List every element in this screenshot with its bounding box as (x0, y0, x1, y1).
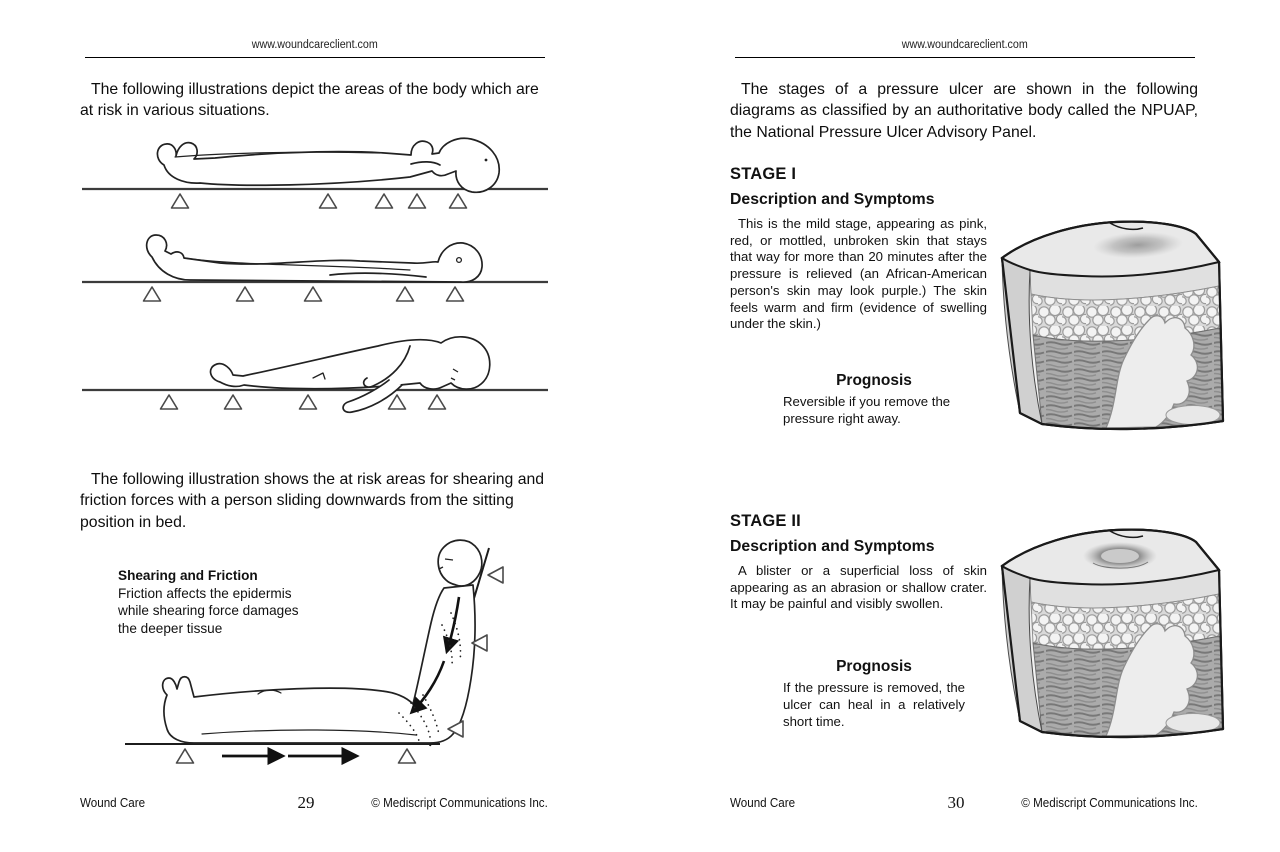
person-outline (145, 234, 483, 283)
pressure-point-markers (142, 286, 465, 302)
page-29: www.woundcareclient.com The following il… (80, 39, 548, 812)
footer-copyright: © Mediscript Communications Inc. (1021, 796, 1198, 810)
figure-skin-cross-section-stage-2 (1000, 528, 1225, 739)
person-outline (156, 137, 500, 194)
stage-2-crater-rim (1092, 561, 1149, 569)
stage-1-prognosis-heading: Prognosis (836, 372, 912, 389)
stage-2-crater-center (1101, 549, 1139, 563)
header-url-text: www.woundcareclient.com (901, 39, 1029, 51)
header-url-text: www.woundcareclient.com (251, 39, 379, 51)
footer-book-title: Wound Care (730, 796, 796, 810)
stage-1-bruise-spot (1093, 231, 1183, 259)
stage-2-prognosis: Prognosis If the pressure is removed, th… (783, 658, 965, 730)
ear-mark (455, 256, 463, 264)
shear-arrows (409, 596, 461, 715)
face-marks (438, 558, 454, 570)
footer-page-number: 29 (297, 793, 315, 812)
face-marks (450, 368, 459, 381)
shearing-caption-title: Shearing and Friction (118, 568, 258, 583)
shearing-caption-body: Friction affects the epidermis while she… (118, 585, 299, 636)
stage-1-subheading: Description and Symptoms (730, 191, 935, 208)
header-rule (85, 57, 545, 58)
pressure-point-markers (170, 193, 468, 209)
pressure-point-markers (159, 394, 447, 410)
intro-illustrations-paragraph: The following illustrations depict the a… (80, 81, 539, 120)
stage-2-subheading: Description and Symptoms (730, 538, 935, 555)
person-outline (209, 336, 491, 414)
page-30: www.woundcareclient.com The stages of a … (640, 0, 1280, 852)
footer-page-number: 30 (947, 793, 965, 812)
header-url: www.woundcareclient.com (85, 39, 545, 51)
figure-person-side-lying (82, 336, 548, 414)
footer-copyright: © Mediscript Communications Inc. (371, 796, 548, 810)
header-url: www.woundcareclient.com (735, 39, 1195, 51)
figure-person-shearing (125, 539, 504, 766)
eye-dot (484, 158, 488, 162)
friction-stipple (398, 612, 462, 742)
stage-1-prognosis: Prognosis Reversible if you remove the p… (783, 372, 965, 427)
intro-shearing-paragraph: The following illustration shows the at … (80, 471, 545, 531)
person-outline (161, 539, 483, 744)
shearing-caption: Shearing and Friction Friction affects t… (118, 567, 330, 637)
stage-2-heading: STAGE II (730, 512, 801, 530)
figure-skin-cross-section-stage-1 (1000, 220, 1225, 431)
stage-1-prognosis-body: Reversible if you remove the pressure ri… (783, 394, 951, 426)
footer-book-title: Wound Care (80, 796, 146, 810)
stage-2-prognosis-body: If the pressure is removed, the ulcer ca… (783, 680, 965, 729)
intro-stages-paragraph: The stages of a pressure ulcer are shown… (730, 81, 1198, 141)
stage-1-body: This is the mild stage, appearing as pin… (730, 216, 987, 332)
figure-person-supine (82, 137, 548, 209)
stage-2-body: A blister or a superficial loss of skin … (730, 563, 987, 612)
stage-2-prognosis-heading: Prognosis (836, 658, 912, 675)
stage-1-heading: STAGE I (730, 165, 797, 183)
figure-person-prone (82, 234, 548, 302)
header-rule (735, 57, 1195, 58)
